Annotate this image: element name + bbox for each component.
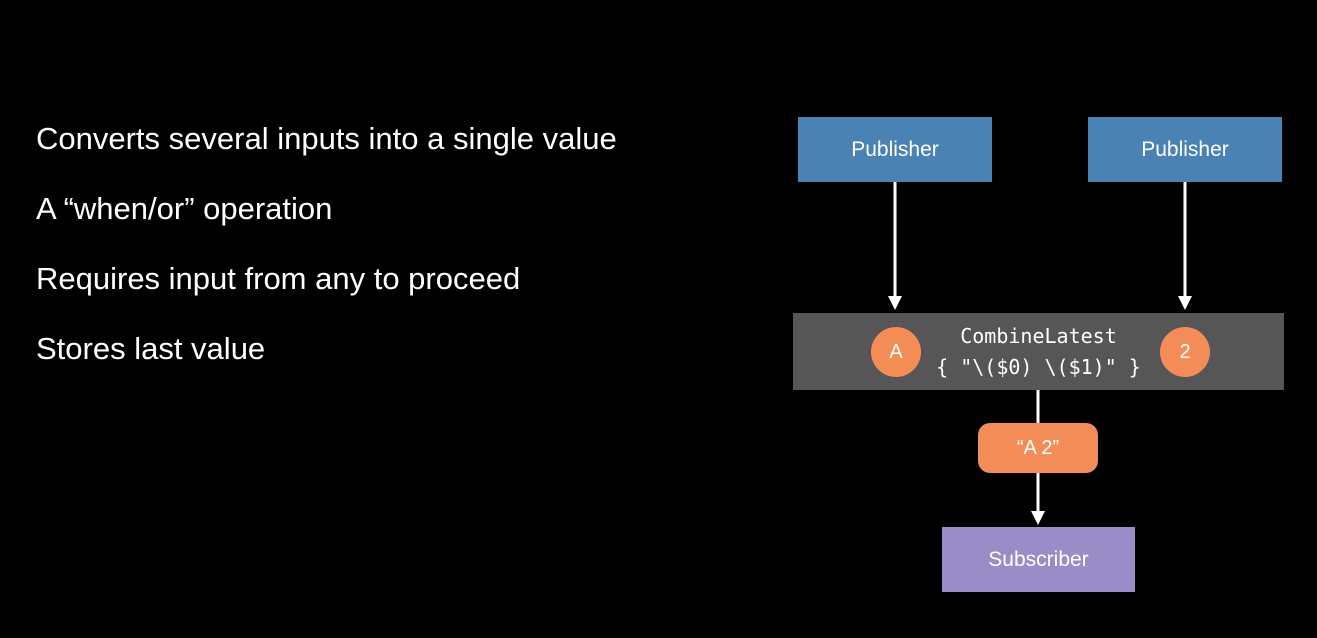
bullet-list: Converts several inputs into a single va…: [36, 0, 736, 638]
operator-name: CombineLatest: [960, 324, 1117, 348]
arrowhead-left: [888, 296, 902, 310]
combine-latest-operator: CombineLatest { "\($0) \($1)" }: [793, 313, 1284, 390]
arrowhead-right: [1178, 296, 1192, 310]
bullet-item: Converts several inputs into a single va…: [36, 121, 617, 156]
bullet-item: Requires input from any to proceed: [36, 261, 521, 296]
left-input-value: A: [871, 327, 921, 377]
output-value-pill: “A 2”: [978, 423, 1098, 473]
publisher-box-right: Publisher: [1088, 117, 1282, 182]
bullet-item: Stores last value: [36, 331, 266, 366]
arrowhead-subscriber: [1031, 511, 1045, 525]
bullet-item: A “when/or” operation: [36, 191, 333, 226]
operator-closure: { "\($0) \($1)" }: [936, 355, 1141, 379]
publisher-box-left: Publisher: [798, 117, 992, 182]
right-input-value: 2: [1160, 327, 1210, 377]
subscriber-box: Subscriber: [942, 527, 1135, 592]
